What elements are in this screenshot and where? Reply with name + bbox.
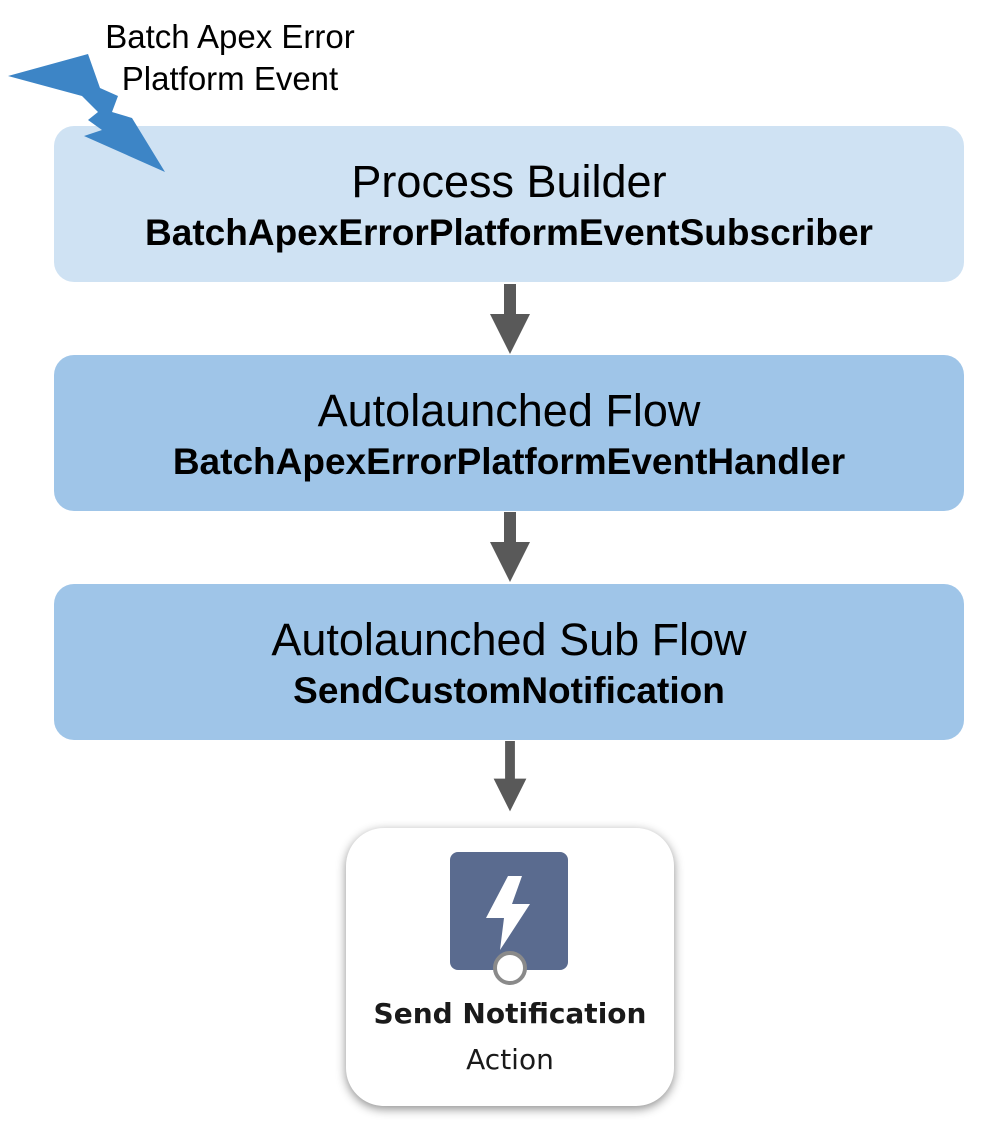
stage-type-label: Autolaunched Sub Flow [271,614,747,665]
flow-arrow-3 [493,741,527,812]
process-builder-stage: Process Builder BatchApexErrorPlatformEv… [54,126,964,282]
lightning-bolt-icon [8,54,165,172]
stage-name-label: BatchApexErrorPlatformEventSubscriber [145,212,873,253]
stage-name-label: SendCustomNotification [293,670,725,711]
platform-event-label-line1: Batch Apex Error [105,18,355,55]
connector-circle-icon[interactable] [492,950,528,986]
flow-arrow-1 [490,284,530,354]
stage-type-label: Autolaunched Flow [317,385,701,436]
autolaunched-flow-stage: Autolaunched Flow BatchApexErrorPlatform… [54,355,964,511]
action-subtitle: Action [466,1043,554,1076]
lightning-bolt-icon [486,876,530,950]
platform-event-label-line2: Platform Event [121,60,339,97]
action-icon-tile [450,852,568,970]
platform-event-label: Batch Apex Error Platform Event [60,16,400,100]
action-title: Send Notification [373,997,647,1030]
stage-type-label: Process Builder [351,156,667,207]
stage-name-label: BatchApexErrorPlatformEventHandler [172,441,846,482]
flow-arrow-2 [490,512,530,582]
autolaunched-sub-flow-stage: Autolaunched Sub Flow SendCustomNotifica… [54,584,964,740]
send-notification-action-card[interactable]: Send Notification Action [346,828,674,1106]
